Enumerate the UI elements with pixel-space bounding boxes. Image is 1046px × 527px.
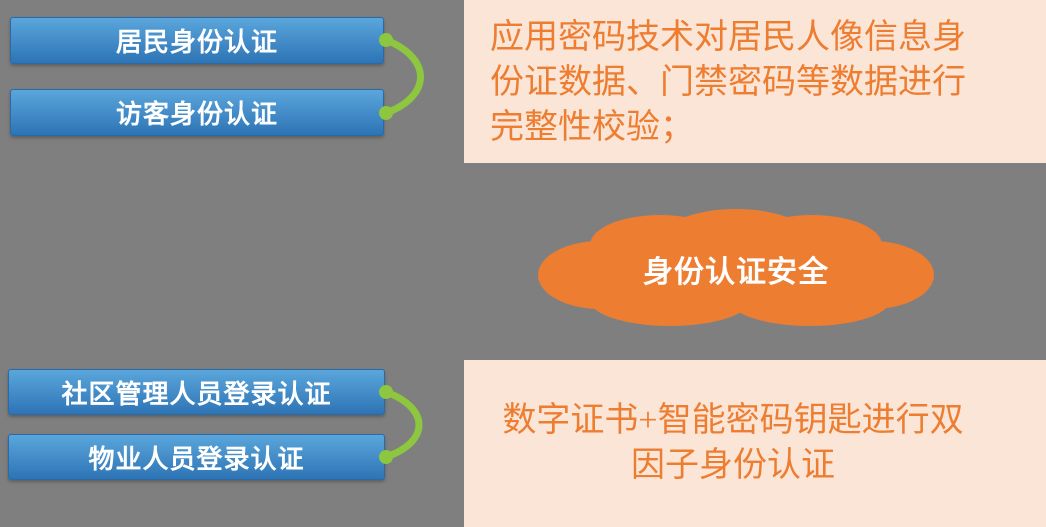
brace-connector-top-icon bbox=[379, 33, 424, 120]
note-integrity-check: 应用密码技术对居民人像信息身份证数据、门禁密码等数据进行完整性校验； bbox=[464, 0, 1046, 163]
cloud-label: 身份认证安全 bbox=[643, 256, 829, 289]
cloud-shape-icon bbox=[538, 209, 934, 326]
note-two-factor-auth: 数字证书+智能密码钥匙进行双因子身份认证 bbox=[464, 360, 1046, 527]
button-resident-identity-auth: 居民身份认证 bbox=[10, 17, 384, 64]
note-two-factor-auth-text: 数字证书+智能密码钥匙进行双因子身份认证 bbox=[502, 401, 964, 484]
button-community-manager-login-auth: 社区管理人员登录认证 bbox=[8, 369, 385, 415]
note-integrity-check-text: 应用密码技术对居民人像信息身份证数据、门禁密码等数据进行完整性校验； bbox=[490, 19, 966, 146]
brace-connector-bottom-icon bbox=[379, 385, 423, 464]
cloud-identity-auth-security: 身份认证安全 bbox=[520, 205, 952, 333]
button-property-staff-login-auth: 物业人员登录认证 bbox=[8, 434, 385, 480]
button-visitor-identity-auth: 访客身份认证 bbox=[10, 89, 384, 136]
